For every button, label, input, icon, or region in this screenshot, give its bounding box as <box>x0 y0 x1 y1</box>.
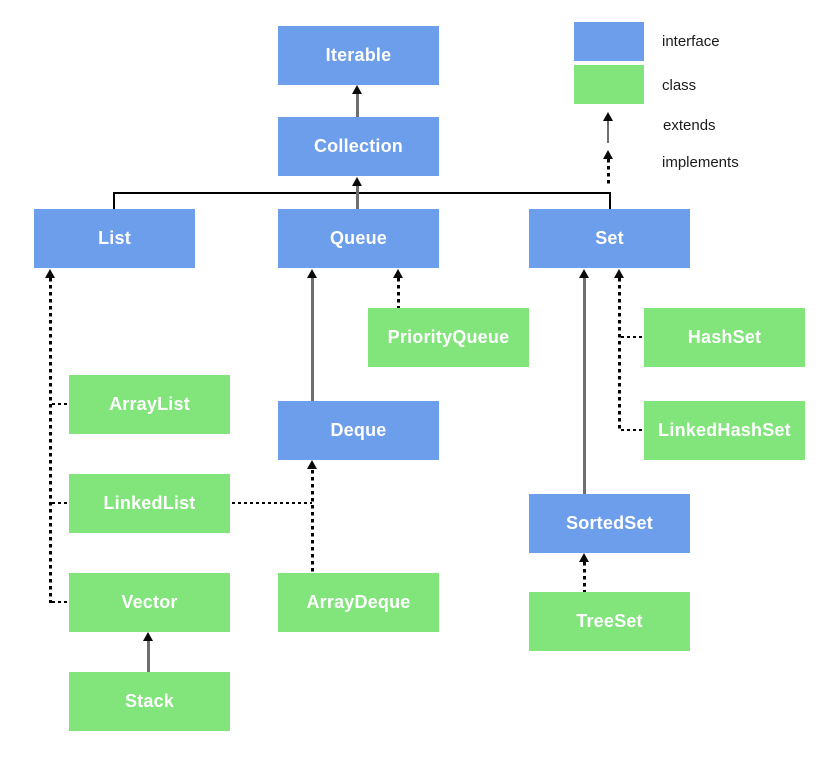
node-set-label: Set <box>595 228 624 248</box>
node-sortedset: SortedSet <box>529 494 690 553</box>
edge-set-branch-line <box>609 192 611 209</box>
node-list-label: List <box>98 228 131 248</box>
edge-hashset-stub-line <box>621 336 644 338</box>
legend-extends-arrow <box>603 112 613 121</box>
edge-set-implementors-line <box>618 278 621 431</box>
edge-treeset-sortedset-arrow <box>579 553 589 562</box>
legend-class-label: class <box>662 77 697 94</box>
node-treeset-label: TreeSet <box>576 611 643 631</box>
node-collection: Collection <box>278 117 439 176</box>
node-queue-label: Queue <box>329 228 387 248</box>
node-vector: Vector <box>69 573 230 632</box>
legend-interface-swatch <box>574 22 644 61</box>
edge-stack-vector-arrow <box>143 632 153 641</box>
node-linkedlist: LinkedList <box>69 474 230 533</box>
edge-collection-iterable-arrow <box>352 85 362 94</box>
edge-sortedset-set-arrow <box>579 269 589 278</box>
edge-vector-stub-line <box>52 601 69 603</box>
node-hashset: HashSet <box>644 308 805 367</box>
node-stack: Stack <box>69 672 230 731</box>
node-arraylist-label: ArrayList <box>109 394 190 414</box>
node-linkedhashset: LinkedHashSet <box>644 401 805 460</box>
edge-deque-queue-line <box>311 277 314 401</box>
node-iterable-label: Iterable <box>325 45 392 65</box>
edge-linkedhashset-stub-line <box>621 429 644 431</box>
edge-deque-implementors-arrow <box>307 460 317 469</box>
legend-implements-arrow <box>603 150 613 159</box>
node-priorityqueue-label: PriorityQueue <box>387 327 510 347</box>
edge-list-implementors-arrow <box>45 269 55 278</box>
edge-list-branch-line <box>113 192 115 209</box>
edge-queue-collection-arrow <box>352 177 362 186</box>
legend-implements-label: implements <box>662 154 739 171</box>
legend-implements-arrow-line <box>607 159 610 186</box>
edge-arraylist-stub-line <box>52 403 69 405</box>
node-vector-label: Vector <box>121 592 178 612</box>
node-deque: Deque <box>278 401 439 460</box>
legend-interface-label: interface <box>662 33 720 50</box>
edge-sortedset-set-line <box>583 277 586 494</box>
node-list: List <box>34 209 195 268</box>
node-stack-label: Stack <box>124 691 175 711</box>
legend-class-swatch <box>574 65 644 104</box>
node-arraydeque: ArrayDeque <box>278 573 439 632</box>
node-queue: Queue <box>278 209 439 268</box>
edge-priorityqueue-queue-arrow <box>393 269 403 278</box>
node-collection-label: Collection <box>313 136 403 156</box>
edge-list-implementors-line <box>49 278 52 603</box>
edge-priorityqueue-queue-line <box>397 278 400 308</box>
node-hashset-label: HashSet <box>687 327 762 347</box>
node-set: Set <box>529 209 690 268</box>
node-arraydeque-label: ArrayDeque <box>306 592 411 612</box>
edge-collection-iterable-line <box>356 93 359 117</box>
legend-extends-arrow-line <box>607 121 609 143</box>
edge-linkedlist-stub-line <box>52 502 69 504</box>
node-iterable: Iterable <box>278 26 439 85</box>
node-arraylist: ArrayList <box>69 375 230 434</box>
edge-deque-queue-arrow <box>307 269 317 278</box>
legend-extends-label: extends <box>663 117 716 134</box>
edge-deque-implementors-line <box>311 470 314 573</box>
node-priorityqueue: PriorityQueue <box>368 308 529 367</box>
edge-queue-collection-line <box>356 185 359 209</box>
node-linkedlist-label: LinkedList <box>103 493 196 513</box>
edge-branch-horizontal-line <box>113 192 611 194</box>
edge-stack-vector-line <box>147 640 150 672</box>
node-treeset: TreeSet <box>529 592 690 651</box>
edge-treeset-sortedset-line <box>583 562 586 592</box>
edge-linkedlist-deque-stub-line <box>232 502 312 504</box>
edge-set-implementors-arrow <box>614 269 624 278</box>
node-sortedset-label: SortedSet <box>566 513 653 533</box>
node-linkedhashset-label: LinkedHashSet <box>658 420 791 440</box>
node-deque-label: Deque <box>330 420 387 440</box>
